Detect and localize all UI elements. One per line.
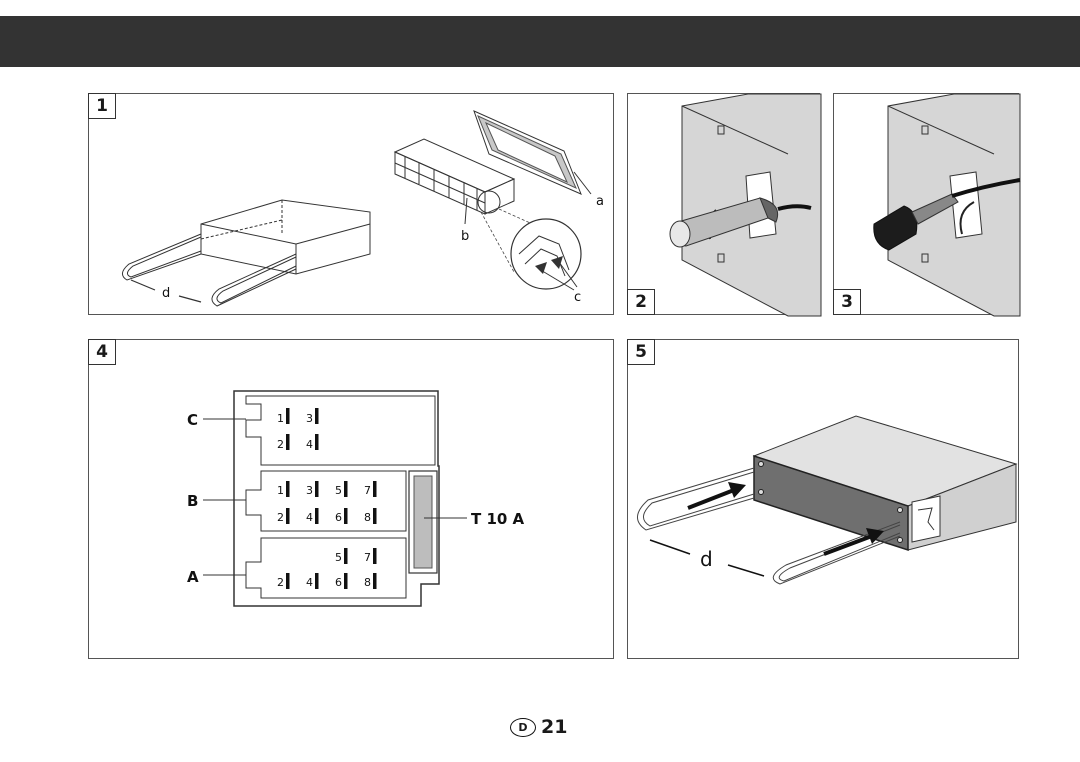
connector-b-block (245, 470, 407, 532)
figure-2-panel: 2 (627, 93, 822, 317)
antenna-plug (669, 197, 812, 248)
pin-label: 2 (277, 511, 284, 524)
push-arrow-top (687, 482, 746, 510)
label-d: d (162, 286, 170, 301)
radio-unit (752, 415, 1018, 552)
figure-5-illustration: d (637, 415, 1018, 585)
push-arrow-bottom (823, 528, 884, 556)
label-connector-b: B (187, 492, 198, 510)
release-key-left (122, 233, 202, 281)
connector-c-pins: 1 3 2 4 (277, 408, 319, 451)
label-c: c (574, 290, 581, 305)
figure-3-number: 3 (833, 289, 861, 315)
connector-b-pins: 1 3 5 7 2 4 6 8 (277, 481, 377, 524)
pin-label: 8 (364, 511, 371, 524)
figure-5-panel: 5 d (627, 339, 1019, 659)
country-code-badge: D (510, 717, 536, 737)
pin-label: 5 (335, 484, 342, 497)
fuse-element (413, 475, 433, 569)
pin-label: 1 (277, 484, 284, 497)
label-fuse: T 10 A (471, 510, 525, 528)
pin-label: 4 (306, 511, 313, 524)
label-connector-c: C (187, 411, 198, 429)
figure-2-number: 2 (627, 289, 655, 315)
pin-label: 2 (277, 576, 284, 589)
figure-1-panel: 1 a b (88, 93, 614, 315)
radio-front-face (753, 454, 909, 552)
pin-label: 7 (364, 484, 371, 497)
figure-5-number: 5 (627, 339, 655, 365)
pin-label: 2 (277, 438, 284, 451)
release-key-bottom (772, 521, 901, 585)
label-d: d (700, 547, 713, 571)
radio-housing (200, 199, 371, 275)
page-number: 21 (541, 716, 568, 738)
connector-a-pins: 5 7 2 4 6 8 (277, 548, 377, 589)
page-footer: D 21 (510, 716, 567, 738)
label-b: b (461, 229, 469, 244)
pin-label: 8 (364, 576, 371, 589)
label-connector-a: A (187, 568, 199, 586)
connector-c-block (245, 395, 436, 466)
pin-label: 4 (306, 576, 313, 589)
pin-label: 7 (364, 551, 371, 564)
figure-4-panel: 4 C B A T 10 A 1 3 2 4 (88, 339, 614, 659)
release-key-top (637, 467, 755, 531)
mounting-cage (393, 138, 516, 215)
pin-label: 4 (306, 438, 313, 451)
pin-label: 6 (335, 576, 342, 589)
figure-1-number: 1 (88, 93, 116, 119)
mounting-frame (473, 110, 592, 195)
release-key-right (211, 253, 297, 307)
figure-4-number: 4 (88, 339, 116, 365)
figure-3-illustration (873, 93, 1021, 317)
pin-label: 5 (335, 551, 342, 564)
figure-1-illustration: a b c (122, 110, 604, 307)
pin-label: 3 (306, 412, 313, 425)
iso-connector-diagram: C B A T 10 A 1 3 2 4 1 3 5 7 2 4 (187, 390, 525, 607)
figure-2-illustration (669, 93, 822, 317)
header-bar (0, 16, 1080, 67)
release-clip-detail (510, 218, 582, 290)
pin-label: 1 (277, 412, 284, 425)
figure-3-panel: 3 (833, 93, 1021, 317)
pin-label: 3 (306, 484, 313, 497)
pin-label: 6 (335, 511, 342, 524)
antenna-adapter (873, 178, 1021, 251)
label-a: a (596, 194, 604, 209)
connector-a-block (245, 537, 407, 599)
